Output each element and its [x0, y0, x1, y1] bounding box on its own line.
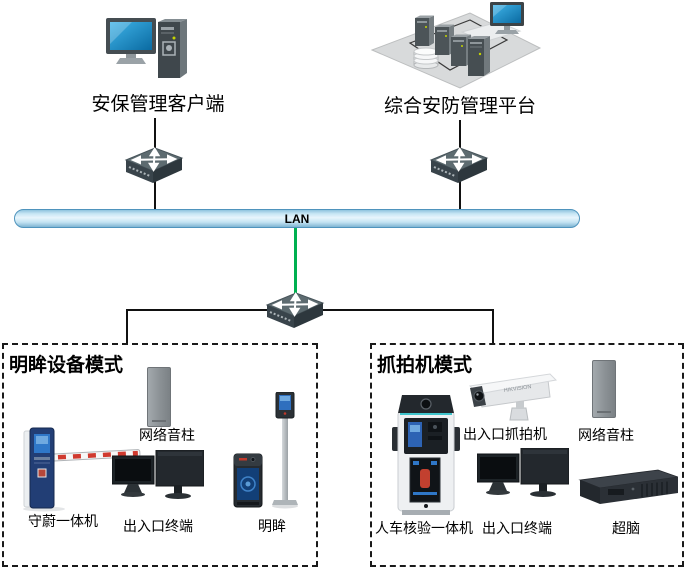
camera-brand-text: HIKVISION — [503, 384, 531, 394]
nvr-label: 超脑 — [612, 520, 640, 536]
database-icon — [413, 47, 439, 69]
mingmou-label: 明眸 — [258, 518, 286, 534]
monitor-pair-icon — [477, 448, 569, 497]
switch-icon — [124, 147, 184, 183]
client-node-label: 安保管理客户端 — [91, 94, 225, 115]
platform-node-label: 综合安防管理平台 — [383, 96, 536, 117]
terminal-label-right: 出入口终端 — [482, 520, 552, 536]
server-platform-icon — [370, 2, 542, 89]
gate-label: 守蔚一体机 — [28, 513, 98, 529]
lan-label: LAN — [284, 211, 310, 226]
mingmou-mode-box — [2, 343, 318, 567]
line-to-right-box — [492, 309, 494, 344]
switch-icon — [265, 292, 325, 328]
terminal-label: 出入口终端 — [123, 518, 193, 534]
terminal-screen — [115, 459, 151, 481]
monitor-pair-icon — [112, 450, 204, 499]
pole-terminal-icon — [272, 392, 298, 509]
bullet-camera-icon: HIKVISION — [468, 373, 558, 421]
speaker-column-icon — [147, 367, 171, 427]
speaker-label-right: 网络音柱 — [578, 427, 634, 443]
capture-camera-label: 出入口抓拍机 — [463, 426, 547, 442]
capture-mode-box — [370, 343, 684, 567]
barrier-gate-icon — [23, 427, 141, 512]
capture-mode-title: 抓拍机模式 — [377, 355, 473, 376]
switch-arrows-glyph — [130, 147, 178, 172]
platform-monitor-icon — [490, 2, 524, 34]
camera-lens — [473, 390, 485, 402]
lan-to-switch-green-line — [294, 228, 297, 298]
terminal-screen — [480, 457, 516, 479]
speaker-label: 网络音柱 — [139, 427, 195, 443]
switch-icon — [429, 147, 489, 183]
mingmou-mode-title: 明眸设备模式 — [9, 355, 124, 376]
switch-arrows-glyph — [435, 147, 483, 172]
kiosk-icon — [392, 395, 460, 515]
server-towers — [415, 15, 490, 76]
kiosk-label: 人车核验一体机 — [375, 520, 473, 536]
monitor-screen — [110, 22, 152, 50]
line-to-left-box — [126, 309, 128, 344]
nvr-display — [608, 489, 624, 495]
face-terminal-icon — [233, 453, 263, 508]
lan-bus: LAN — [14, 209, 580, 228]
nvr-icon — [578, 469, 678, 504]
tower-emblem — [166, 45, 172, 51]
kiosk-camera-lens — [420, 398, 432, 410]
speaker-column-icon — [592, 360, 616, 418]
workstation-icon — [106, 18, 187, 78]
switch-arrows-glyph — [271, 292, 319, 317]
